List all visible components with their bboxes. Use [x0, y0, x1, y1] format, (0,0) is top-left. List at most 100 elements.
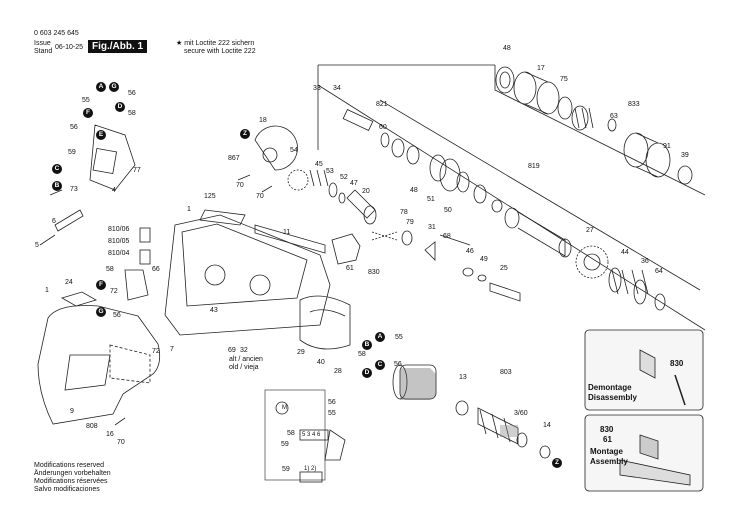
- part-label: 17: [537, 65, 545, 72]
- part-label: 58: [358, 351, 366, 358]
- part-label: 79: [406, 219, 414, 226]
- motor-symbol: M: [282, 405, 287, 411]
- disassembly-label: Disassembly: [588, 393, 637, 402]
- part-label: 45: [315, 161, 323, 168]
- marker-badge: D: [115, 102, 125, 112]
- part-label: 830: [368, 269, 380, 276]
- issue-date: 06-10-25: [55, 44, 84, 51]
- marker-badge: F: [96, 280, 106, 290]
- assembly-label: Assembly: [590, 457, 628, 466]
- part-label: 77: [133, 167, 141, 174]
- part-label: 56: [128, 90, 136, 97]
- part-label: 48: [410, 187, 418, 194]
- part-label: 73: [70, 186, 78, 193]
- demontage-label: Demontage: [588, 383, 632, 392]
- part-label: 18: [259, 117, 267, 124]
- part-label: 31: [428, 224, 436, 231]
- part-label: 29: [297, 349, 305, 356]
- part-label: 53: [326, 168, 334, 175]
- part-label: 27: [586, 227, 594, 234]
- part-label: 24: [65, 279, 73, 286]
- part-label: 47: [350, 180, 358, 187]
- marker-badge: G: [96, 307, 106, 317]
- part-label: 34: [333, 85, 341, 92]
- part-label: 52: [340, 174, 348, 181]
- part-label: 11: [283, 229, 291, 236]
- marker-badge: Z: [240, 129, 250, 139]
- part-label: 810/04: [108, 250, 130, 257]
- part-label: 56: [394, 361, 402, 368]
- part-label: 50: [444, 207, 452, 214]
- part-label: 821: [376, 101, 388, 108]
- part-label: 808: [86, 423, 98, 430]
- part-label: 64: [655, 268, 663, 275]
- part-label: 5: [35, 242, 39, 249]
- marker-badge: Z: [552, 458, 562, 468]
- part-label: 55: [328, 410, 336, 417]
- marker-badge: E: [96, 130, 106, 140]
- part-label: 59: [281, 441, 289, 448]
- part-label: 56: [113, 312, 121, 319]
- inset-part-830-bottom: 830: [600, 425, 614, 434]
- marker-badge: C: [52, 164, 62, 174]
- part-label: 125: [204, 193, 216, 200]
- part-label: 9: [70, 408, 74, 415]
- part-label: 54: [290, 147, 298, 154]
- loctite-note-en: secure with Loctite 222: [184, 48, 256, 55]
- part-label: 40: [317, 359, 325, 366]
- part-label: 66: [152, 266, 160, 273]
- inset-part-61: 61: [603, 435, 612, 444]
- part-label: 803: [500, 369, 512, 376]
- part-label: 867: [228, 155, 240, 162]
- marker-badge: D: [362, 368, 372, 378]
- part-label: 58: [106, 266, 114, 273]
- part-label: 13: [459, 374, 467, 381]
- part-label: 56: [328, 399, 336, 406]
- part-label: 810/06: [108, 226, 130, 233]
- part-label: 58: [128, 110, 136, 117]
- issue-label: Issue: [34, 40, 51, 47]
- part-label: 51: [427, 196, 435, 203]
- part-label: 32: [240, 347, 248, 354]
- part-label: 6: [52, 218, 56, 225]
- part-label: 4: [112, 187, 116, 194]
- part-label: 70: [236, 182, 244, 189]
- old-note-line-2: old / vieja: [229, 364, 259, 371]
- old-note-line-1: alt / ancien: [229, 356, 263, 363]
- part-label: 70: [256, 193, 264, 200]
- part-label: 1: [187, 206, 191, 213]
- part-label: 55: [82, 97, 90, 104]
- footer-line-1: Modifications reserved: [34, 462, 105, 469]
- part-label: 91: [663, 143, 671, 150]
- loctite-note-de: ★ mit Loctite 222 sichern: [176, 40, 255, 47]
- part-label: 14: [543, 422, 551, 429]
- part-label: 49: [480, 256, 488, 263]
- marker-badge: B: [362, 340, 372, 350]
- part-label: 63: [610, 113, 618, 120]
- part-label: 810/05: [108, 238, 130, 245]
- marker-badge: G: [109, 82, 119, 92]
- part-label: 44: [621, 249, 629, 256]
- part-label: 3/60: [514, 410, 528, 417]
- part-label: 7: [170, 346, 174, 353]
- marker-badge: C: [375, 360, 385, 370]
- part-label: 61: [346, 265, 354, 272]
- switch-terminal-labels: 5 3 4 6: [302, 432, 321, 438]
- part-label: 69: [228, 347, 236, 354]
- part-label: 25: [500, 265, 508, 272]
- footer-line-3: Modifications réservées: [34, 478, 108, 485]
- part-label: 20: [362, 188, 370, 195]
- part-label: 16: [106, 431, 114, 438]
- part-label: 39: [681, 152, 689, 159]
- part-number: 0 603 245 645: [34, 30, 79, 37]
- part-label: 48: [503, 45, 511, 52]
- part-label: 59: [282, 466, 290, 473]
- part-label: 70: [117, 439, 125, 446]
- part-label: 58: [287, 430, 295, 437]
- marker-badge: A: [96, 82, 106, 92]
- part-label: 55: [395, 334, 403, 341]
- part-label: 833: [628, 101, 640, 108]
- montage-label: Montage: [590, 447, 623, 456]
